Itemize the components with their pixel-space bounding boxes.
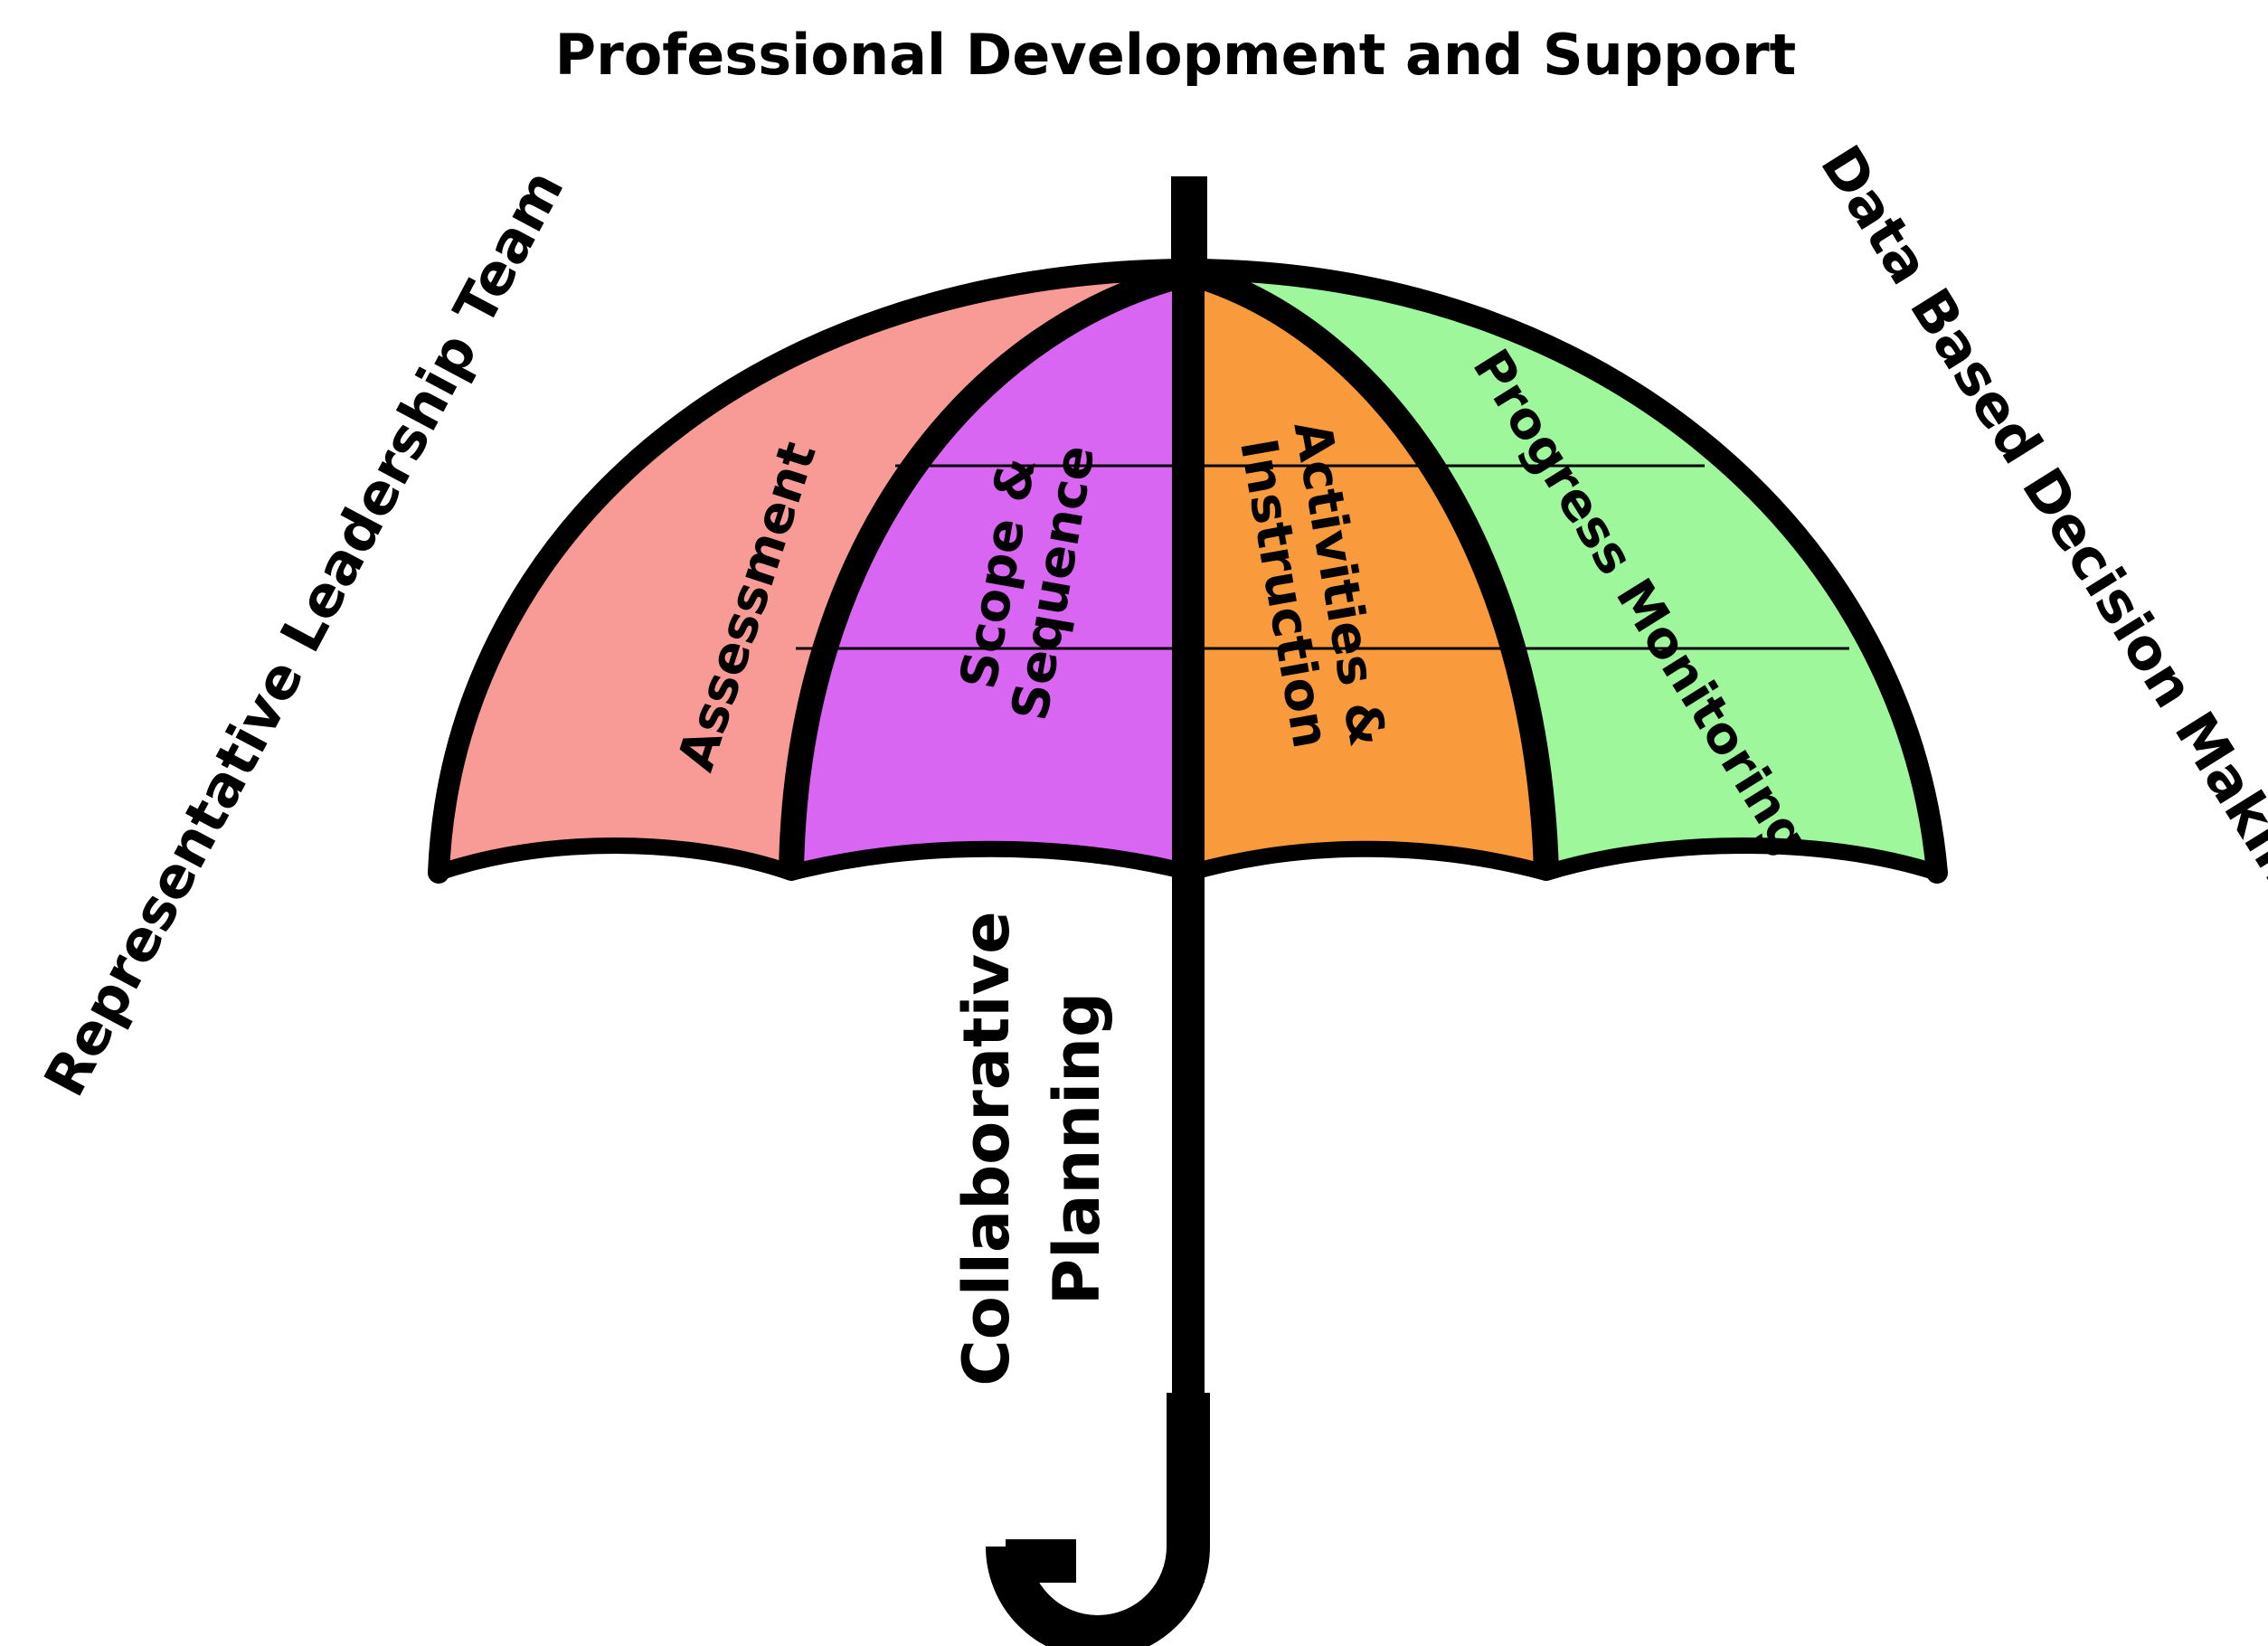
panel-assessment-fill [439,273,1190,873]
handle-label-line2: Planning [1040,992,1114,1305]
panel-label-scope-sequence: Scope & Sequence [950,440,1107,724]
umbrella-shaft [1172,271,1205,1583]
panel-scope-sequence-fill [791,273,1190,873]
umbrella-handle [986,1393,1210,1646]
diagram-title: Professional Development and Support [555,22,1797,88]
panel-activities-instruction-fill [1190,273,1546,873]
handle-label: Collaborative Planning [950,911,1114,1386]
handle-label-line1: Collaborative [950,911,1024,1386]
umbrella-canopy [428,258,1948,884]
canopy-outline [428,258,1948,884]
umbrella-handle-tip [1006,1539,1076,1583]
rib-left-inner [779,260,1194,874]
rib-right-inner [1186,260,1559,874]
panel-progress-monitoring-fill [1190,273,1937,873]
